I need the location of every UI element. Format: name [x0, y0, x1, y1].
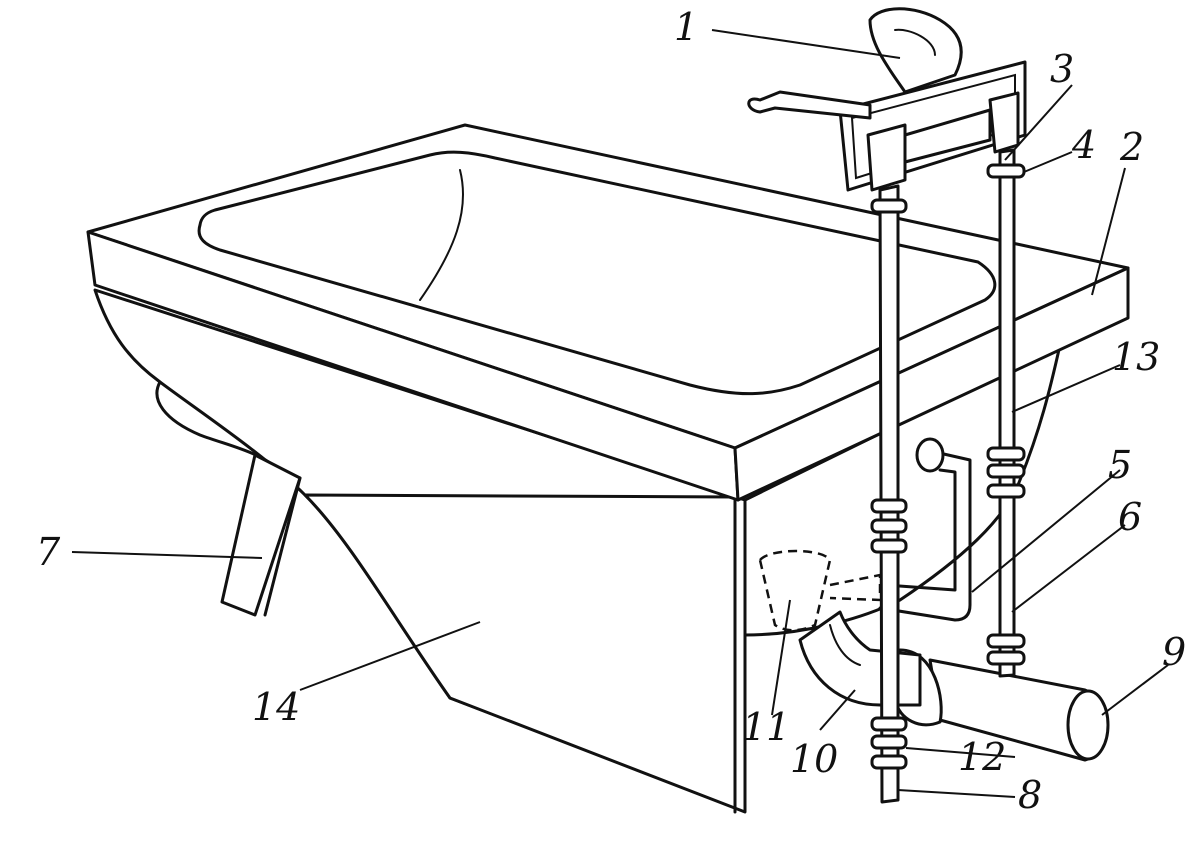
nut [986, 483, 1026, 499]
label-8: 8 [1018, 773, 1042, 817]
leader-14 [299, 621, 481, 691]
nut [870, 198, 908, 214]
supply-rod-right [998, 148, 1016, 678]
leader-2 [1091, 167, 1126, 296]
nut [986, 463, 1026, 479]
leader-13 [1011, 364, 1121, 413]
rod-nuts [870, 163, 1026, 770]
nut [870, 498, 908, 514]
label-10: 10 [790, 737, 838, 781]
drain-pipe-opening [1066, 689, 1110, 761]
leader-10 [819, 689, 856, 731]
valve-body-right [988, 91, 1020, 154]
drain-assembly [758, 437, 1110, 762]
nut [870, 734, 908, 750]
label-4: 4 [1071, 123, 1096, 167]
overflow-cup [758, 549, 832, 632]
leader-11 [771, 599, 791, 716]
bathtub [86, 123, 1130, 814]
faucet-lever-handle [868, 7, 963, 94]
nut [986, 163, 1026, 179]
label-11: 11 [742, 705, 790, 749]
label-2: 2 [1119, 125, 1144, 169]
leader-12 [905, 747, 1016, 758]
label-9: 9 [1162, 630, 1186, 674]
leader-4 [1023, 151, 1073, 173]
label-6: 6 [1118, 495, 1142, 539]
faucet-spout [747, 90, 872, 120]
label-14: 14 [252, 685, 300, 729]
part-labels: 1 2 3 4 5 6 7 8 9 10 11 12 13 14 [36, 5, 1186, 817]
nut [986, 633, 1026, 649]
leader-6 [1011, 524, 1126, 613]
tub-rim-right [733, 266, 1130, 502]
label-7: 7 [36, 530, 61, 574]
leg-brace [263, 476, 302, 617]
leader-lines [71, 29, 1169, 798]
drain-trap [798, 610, 922, 707]
nut [870, 538, 908, 554]
supply-rod-left [878, 184, 900, 804]
overflow-outlet [915, 437, 945, 473]
tub-apron-panel [303, 493, 747, 814]
lever-slot [894, 28, 936, 56]
support-leg [220, 453, 302, 617]
leader-8 [897, 789, 1016, 798]
leader-9 [1101, 664, 1169, 716]
faucet-assembly [747, 7, 1027, 804]
nut [870, 716, 908, 732]
leader-3 [1004, 84, 1073, 161]
nut [986, 446, 1026, 462]
tub-inner-contour [419, 169, 464, 301]
label-12: 12 [958, 735, 1006, 779]
overflow-pipe-inner [883, 468, 957, 592]
nut [870, 518, 908, 534]
valve-crossbar [903, 108, 992, 164]
nut [870, 754, 908, 770]
leader-7 [71, 551, 263, 559]
overflow-link [829, 573, 882, 602]
trap-inner [829, 624, 861, 666]
overflow-pipe [878, 450, 972, 622]
leader-1 [711, 29, 901, 59]
nut [986, 650, 1026, 666]
label-3: 3 [1050, 47, 1074, 91]
label-13: 13 [1112, 335, 1160, 379]
label-5: 5 [1108, 443, 1132, 487]
tub-basin-opening [197, 150, 997, 396]
leg-body [220, 453, 302, 617]
valve-body-left [866, 123, 907, 192]
label-1: 1 [674, 5, 698, 49]
leader-5 [971, 469, 1121, 593]
